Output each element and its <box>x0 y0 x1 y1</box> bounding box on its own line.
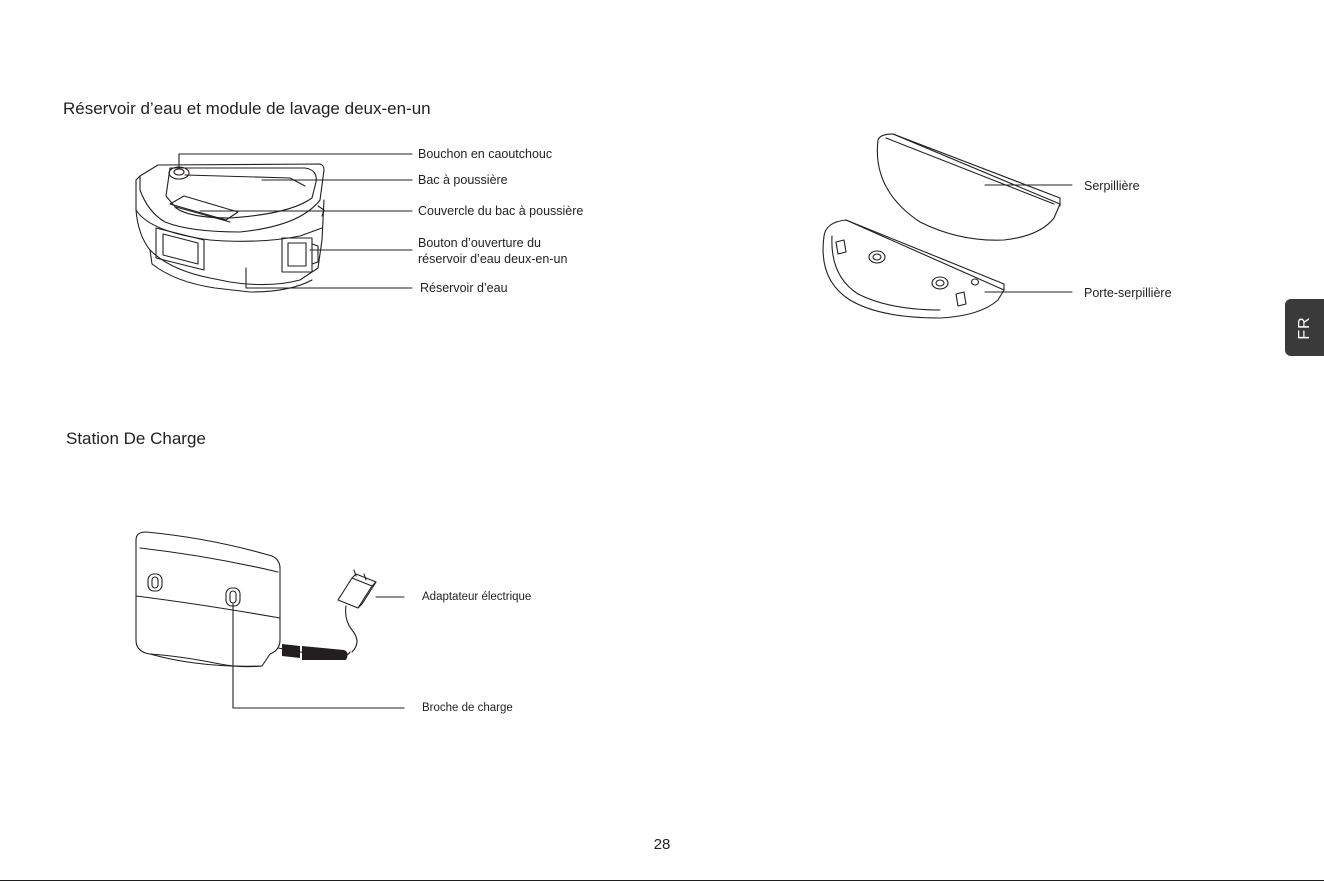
charging-dock-illustration <box>136 532 350 667</box>
label-charging-pin: Broche de charge <box>422 700 513 716</box>
label-dust-bin-cover: Couvercle du bac à poussière <box>418 203 583 219</box>
power-adapter-illustration <box>338 570 376 652</box>
tank-leader-lines <box>179 154 412 288</box>
page-number: 28 <box>640 836 684 853</box>
mop-leader-lines <box>985 185 1072 292</box>
label-water-tank: Réservoir d’eau <box>420 280 508 296</box>
label-mop-cloth: Serpillière <box>1084 178 1140 194</box>
label-power-adapter: Adaptateur électrique <box>422 589 531 605</box>
language-tab-label: FR <box>1296 316 1314 339</box>
label-rubber-plug: Bouchon en caoutchouc <box>418 146 552 162</box>
mop-holder-illustration <box>823 220 1004 318</box>
water-tank-module-illustration <box>136 164 324 292</box>
label-release-button-line1: Bouton d’ouverture du <box>418 235 541 251</box>
label-mop-holder: Porte-serpillière <box>1084 285 1172 301</box>
label-release-button-line2: réservoir d’eau deux-en-un <box>418 251 567 267</box>
mop-cloth-illustration <box>877 134 1060 240</box>
bottom-rule <box>0 880 1324 881</box>
label-dust-bin: Bac à poussière <box>418 172 508 188</box>
language-tab: FR <box>1285 299 1324 356</box>
cable-plug-illustration <box>282 644 348 660</box>
